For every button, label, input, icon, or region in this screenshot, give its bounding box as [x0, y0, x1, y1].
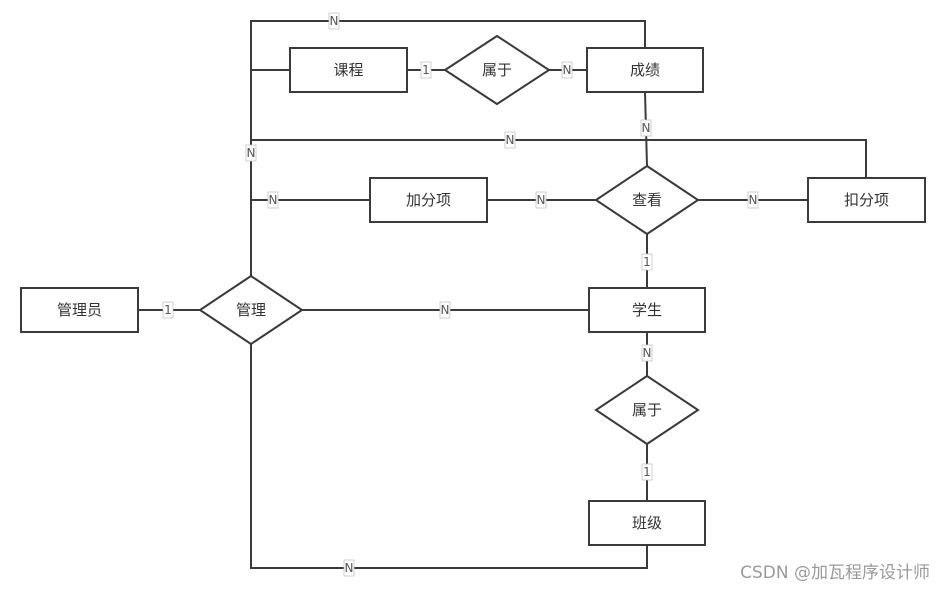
- cardinality-course-belongs: 1: [420, 61, 432, 79]
- svg-text:N: N: [345, 561, 354, 575]
- entity-student-label: 学生: [632, 301, 662, 319]
- entity-grade-label: 成绩: [630, 61, 660, 79]
- relationship-belongs-bottom-label: 属于: [632, 401, 662, 419]
- svg-text:1: 1: [422, 63, 430, 77]
- cardinality-belongs-grade: N: [561, 61, 573, 79]
- svg-text:1: 1: [643, 465, 651, 479]
- relationship-view: 查看: [594, 164, 700, 236]
- connector-manage-deduction: [251, 139, 867, 178]
- entity-deduction-label: 扣分项: [844, 191, 889, 209]
- relationship-belongs-bottom: 属于: [594, 374, 700, 446]
- entity-class-label: 班级: [632, 514, 662, 532]
- entity-admin-label: 管理员: [57, 301, 102, 319]
- connector-manage-class: [250, 344, 648, 569]
- relationship-manage-label: 管理: [236, 301, 266, 319]
- entity-bonus: 加分项: [369, 177, 488, 223]
- svg-text:N: N: [643, 346, 652, 360]
- cardinality-student-belongs: N: [641, 344, 653, 362]
- cardinality-view-deduction: N: [747, 191, 759, 209]
- relationship-view-label: 查看: [632, 191, 662, 209]
- relationship-belongs-top-label: 属于: [482, 61, 512, 79]
- cardinality-admin-manage: 1: [162, 301, 174, 319]
- entity-bonus-label: 加分项: [406, 191, 451, 209]
- svg-text:N: N: [247, 146, 256, 160]
- svg-text:1: 1: [164, 303, 172, 317]
- entity-grade: 成绩: [586, 47, 704, 93]
- relationship-manage: 管理: [198, 274, 304, 346]
- svg-text:N: N: [642, 121, 651, 135]
- svg-text:N: N: [441, 303, 450, 317]
- svg-text:N: N: [537, 193, 546, 207]
- entity-class: 班级: [588, 500, 706, 546]
- watermark-text: CSDN @加瓦程序设计师: [740, 563, 930, 583]
- cardinality-manage-grade-top: N: [328, 12, 340, 30]
- cardinality-manage-bonus: N: [267, 191, 279, 209]
- cardinality-bonus-view: N: [535, 191, 547, 209]
- cardinality-belongs-class: 1: [641, 463, 653, 481]
- cardinality-view-student: 1: [641, 253, 653, 271]
- entity-course: 课程: [289, 47, 408, 93]
- cardinality-manage-deduction: N: [504, 131, 516, 149]
- cardinality-manage-class: N: [343, 559, 355, 577]
- entity-admin: 管理员: [20, 287, 139, 333]
- cardinality-grade-view: N: [640, 119, 652, 137]
- svg-text:N: N: [563, 63, 572, 77]
- svg-text:1: 1: [643, 255, 651, 269]
- cardinality-manage-student: N: [439, 301, 451, 319]
- cardinality-manage-vertical: N: [245, 144, 257, 162]
- svg-text:N: N: [506, 133, 515, 147]
- entity-student: 学生: [588, 287, 706, 333]
- entity-course-label: 课程: [333, 61, 363, 79]
- svg-text:N: N: [330, 14, 339, 28]
- entity-deduction: 扣分项: [807, 177, 926, 223]
- relationship-belongs-top: 属于: [443, 34, 551, 106]
- svg-text:N: N: [269, 193, 278, 207]
- svg-text:N: N: [749, 193, 758, 207]
